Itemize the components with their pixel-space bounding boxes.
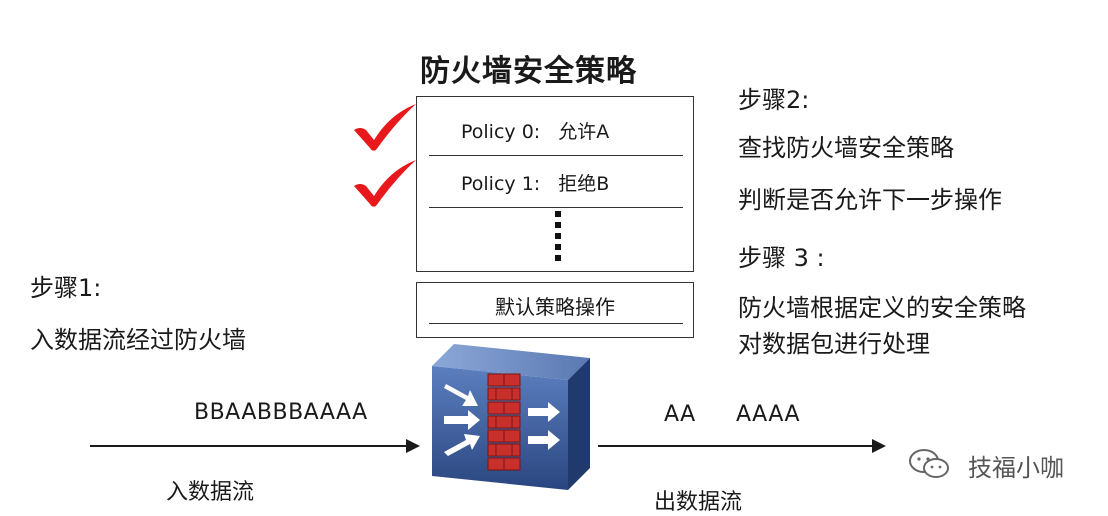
default-policy-box: 默认策略操作 xyxy=(416,282,694,338)
policy-label: Policy 1: xyxy=(461,173,541,195)
divider xyxy=(429,155,683,156)
divider xyxy=(429,207,683,208)
outbound-sequence-2: AAAA xyxy=(736,402,801,427)
policy-label: Policy 0: xyxy=(461,121,541,143)
step3-line1: 防火墙根据定义的安全策略 xyxy=(738,294,1026,322)
step2-line1: 查找防火墙安全策略 xyxy=(738,134,954,162)
step1-desc: 入数据流经过防火墙 xyxy=(30,326,246,354)
outbound-arrow xyxy=(598,439,886,453)
ellipsis-dots xyxy=(555,211,561,263)
policy-table: Policy 0: 允许A Policy 1: 拒绝B xyxy=(416,96,694,272)
divider xyxy=(429,323,683,324)
outbound-label: 出数据流 xyxy=(654,490,743,515)
firewall-icon xyxy=(432,344,590,490)
step2-line2: 判断是否允许下一步操作 xyxy=(738,186,1002,214)
policy-row: Policy 0: 允许A xyxy=(461,117,609,144)
checkmark-icon xyxy=(354,104,416,151)
wechat-icon xyxy=(909,449,949,478)
default-policy-label: 默认策略操作 xyxy=(495,295,615,319)
watermark-text: 技福小咖 xyxy=(968,454,1064,482)
policy-action: 拒绝B xyxy=(558,173,610,195)
step3-line2: 对数据包进行处理 xyxy=(738,330,930,358)
inbound-label: 入数据流 xyxy=(166,480,255,505)
policy-row: Policy 1: 拒绝B xyxy=(461,169,609,196)
diagram-title: 防火墙安全策略 xyxy=(420,54,637,89)
step2-heading: 步骤2: xyxy=(738,86,810,114)
inbound-arrow xyxy=(90,439,420,453)
outbound-sequence-1: AA xyxy=(664,402,696,427)
inbound-sequence: BBAABBBAAAA xyxy=(194,400,368,425)
policy-action: 允许A xyxy=(558,121,610,143)
step3-heading: 步骤 3 : xyxy=(738,244,825,272)
step1-heading: 步骤1: xyxy=(30,274,102,302)
checkmark-icon xyxy=(354,160,416,207)
